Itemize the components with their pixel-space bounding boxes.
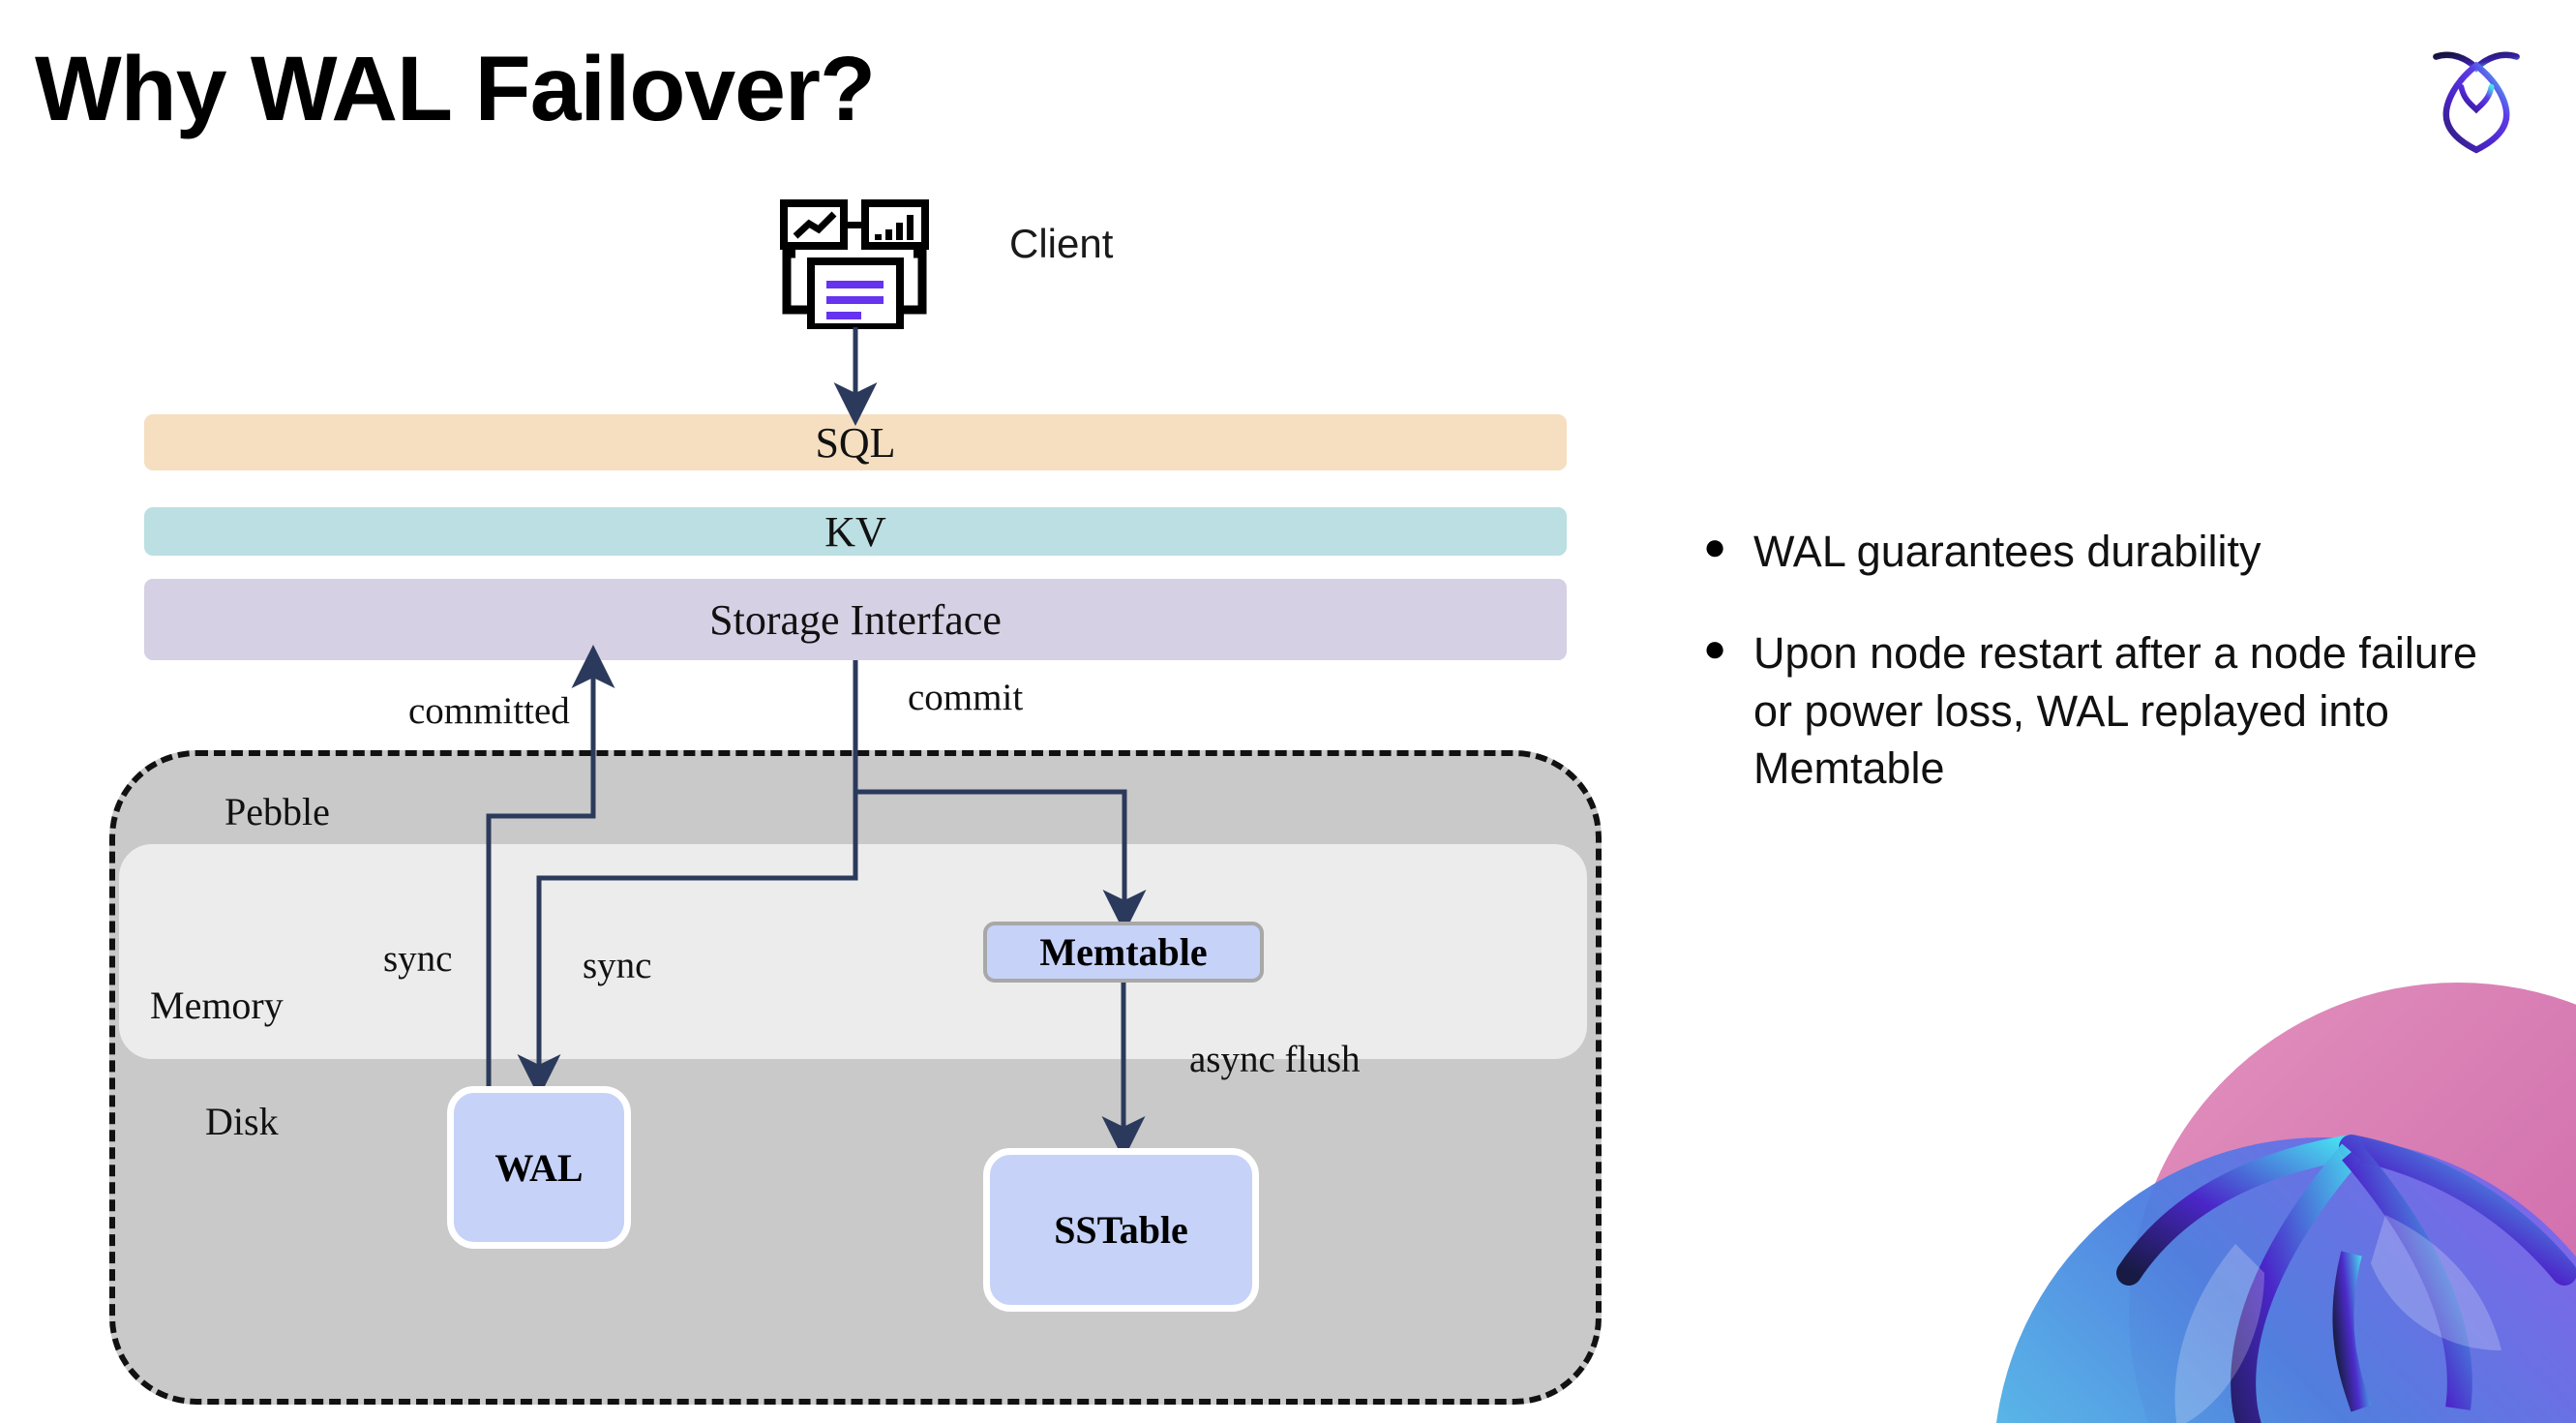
flow-label-sync-left: sync bbox=[383, 938, 453, 980]
layer-bar-sql: SQL bbox=[144, 414, 1567, 470]
flow-label-commit: commit bbox=[908, 677, 1024, 718]
node-memtable: Memtable bbox=[983, 922, 1264, 983]
bullet-text: Upon node restart after a node failure o… bbox=[1753, 628, 2477, 794]
list-item: ● Upon node restart after a node failure… bbox=[1703, 624, 2516, 797]
bullet-list: ● WAL guarantees durability ● Upon node … bbox=[1703, 523, 2516, 842]
node-label-wal: WAL bbox=[494, 1145, 584, 1190]
client-dashboard-icon bbox=[774, 194, 948, 331]
client-label: Client bbox=[1009, 221, 1114, 266]
pebble-label: Pebble bbox=[225, 790, 330, 833]
memory-region bbox=[119, 844, 1587, 1059]
bullet-text: WAL guarantees durability bbox=[1753, 527, 2261, 576]
list-item: ● WAL guarantees durability bbox=[1703, 523, 2516, 580]
cockroach-leaf-logo-icon bbox=[2413, 29, 2539, 155]
flow-label-committed: committed bbox=[408, 690, 570, 732]
node-wal: WAL bbox=[447, 1086, 631, 1249]
flow-label-async-flush: async flush bbox=[1189, 1039, 1361, 1080]
layer-label-kv: KV bbox=[824, 507, 886, 556]
layer-bar-storage: Storage Interface bbox=[144, 579, 1567, 660]
node-sstable: SSTable bbox=[983, 1148, 1259, 1312]
node-label-memtable: Memtable bbox=[1039, 930, 1208, 974]
flow-label-sync-right: sync bbox=[583, 945, 652, 986]
layer-label-storage-interface: Storage Interface bbox=[709, 595, 1002, 644]
node-label-sstable: SSTable bbox=[1054, 1208, 1188, 1252]
layer-label-sql: SQL bbox=[815, 418, 896, 467]
disk-label: Disk bbox=[205, 1100, 279, 1143]
bullet-marker-icon: ● bbox=[1703, 526, 1727, 568]
memory-label: Memory bbox=[150, 984, 284, 1027]
page-title: Why WAL Failover? bbox=[35, 38, 876, 140]
bullet-marker-icon: ● bbox=[1703, 627, 1727, 671]
layer-bar-kv: KV bbox=[144, 507, 1567, 556]
cockroach-leaf-watermark-icon bbox=[1945, 924, 2576, 1423]
